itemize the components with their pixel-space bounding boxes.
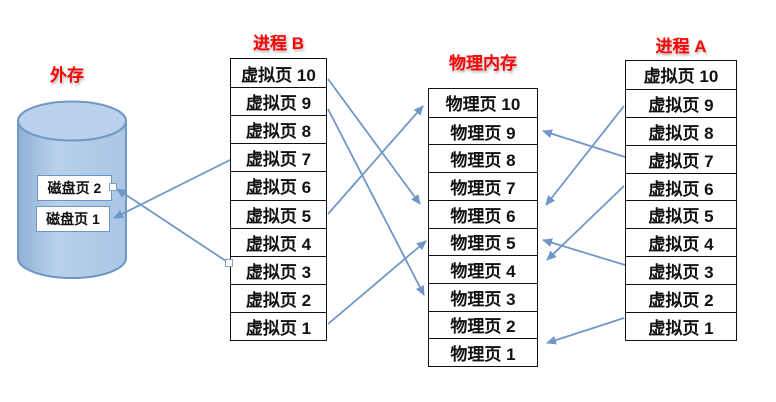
- external-storage-cylinder-top: [17, 100, 127, 142]
- physical-page-1: 物理页 1: [429, 338, 537, 366]
- process-b-virtual-page-4: 虚拟页 4: [231, 227, 326, 256]
- process-b-virtual-page-2: 虚拟页 2: [231, 283, 326, 312]
- process-b-title: 进程 B: [253, 34, 304, 53]
- arrow-process-a-virtual-page-1-to-physical-page-1[interactable]: [546, 317, 625, 345]
- process-a-virtual-page-7: 虚拟页 7: [626, 144, 736, 173]
- arrow-process-a-virtual-page-7-to-physical-page-9[interactable]: [542, 129, 626, 158]
- process-a-virtual-page-3: 虚拟页 3: [626, 256, 736, 284]
- arrow-process-b-virtual-page-3-to-disk-page-2[interactable]: [116, 188, 230, 264]
- arrow-process-a-virtual-page-3-to-physical-page-5[interactable]: [542, 238, 626, 266]
- arrow-process-a-virtual-page-9-to-physical-page-6[interactable]: [545, 105, 625, 206]
- arrow-process-a-virtual-page-6-to-physical-page-4[interactable]: [546, 185, 625, 261]
- process-b-virtual-page-9: 虚拟页 9: [231, 87, 326, 115]
- process-b-virtual-page-10: 虚拟页 10: [241, 65, 316, 85]
- process-b-virtual-page-3: 虚拟页 3: [231, 255, 326, 284]
- process-a-virtual-page-9: 虚拟页 9: [626, 88, 736, 117]
- disk-page-2[interactable]: 磁盘页 2: [37, 175, 112, 201]
- process-b-virtual-page-1: 虚拟页 1: [231, 311, 326, 340]
- physical-page-10: 物理页 10: [445, 95, 521, 115]
- process-a-virtual-page-1: 虚拟页 1: [626, 312, 736, 340]
- disk-page-1[interactable]: 磁盘页 1: [36, 206, 110, 232]
- physical-memory-title: 物理内存: [449, 54, 517, 73]
- process-a-virtual-page-10: 虚拟页 10: [643, 67, 719, 87]
- physical-page-3: 物理页 3: [429, 282, 537, 311]
- physical-page-8: 物理页 8: [429, 144, 537, 172]
- physical-page-4: 物理页 4: [429, 255, 537, 283]
- arrow-process-b-virtual-page-10-to-physical-page-6[interactable]: [327, 78, 421, 205]
- physical-page-9: 物理页 9: [429, 116, 537, 145]
- process-a-title: 进程 A: [655, 37, 707, 56]
- process-b-virtual-page-5: 虚拟页 5: [231, 199, 326, 228]
- process-b-virtual-page-7: 虚拟页 7: [231, 143, 326, 171]
- process-b-virtual-page-6: 虚拟页 6: [231, 171, 326, 199]
- process-a-virtual-page-2: 虚拟页 2: [626, 284, 736, 312]
- physical-page-7: 物理页 7: [429, 172, 537, 200]
- physical-page-2: 物理页 2: [429, 310, 537, 339]
- connector-endpoint-handle[interactable]: [109, 183, 117, 191]
- arrow-process-b-virtual-page-1-to-physical-page-5[interactable]: [327, 240, 427, 325]
- arrow-process-b-virtual-page-7-to-disk-page-1[interactable]: [113, 159, 231, 219]
- process-b-virtual-page-8: 虚拟页 8: [231, 115, 326, 143]
- external-storage-title: 外存: [50, 66, 84, 85]
- arrow-process-b-virtual-page-9-to-physical-page-3[interactable]: [327, 108, 425, 296]
- arrow-process-b-virtual-page-5-to-physical-page-10[interactable]: [327, 105, 424, 215]
- process-a-virtual-page-5: 虚拟页 5: [626, 200, 736, 228]
- process-a-virtual-page-6: 虚拟页 6: [626, 172, 736, 201]
- process-a-virtual-page-8: 虚拟页 8: [626, 116, 736, 145]
- physical-page-6: 物理页 6: [429, 199, 537, 228]
- connector-endpoint-handle[interactable]: [225, 259, 233, 267]
- physical-page-5: 物理页 5: [429, 227, 537, 256]
- process-a-virtual-page-4: 虚拟页 4: [626, 228, 736, 256]
